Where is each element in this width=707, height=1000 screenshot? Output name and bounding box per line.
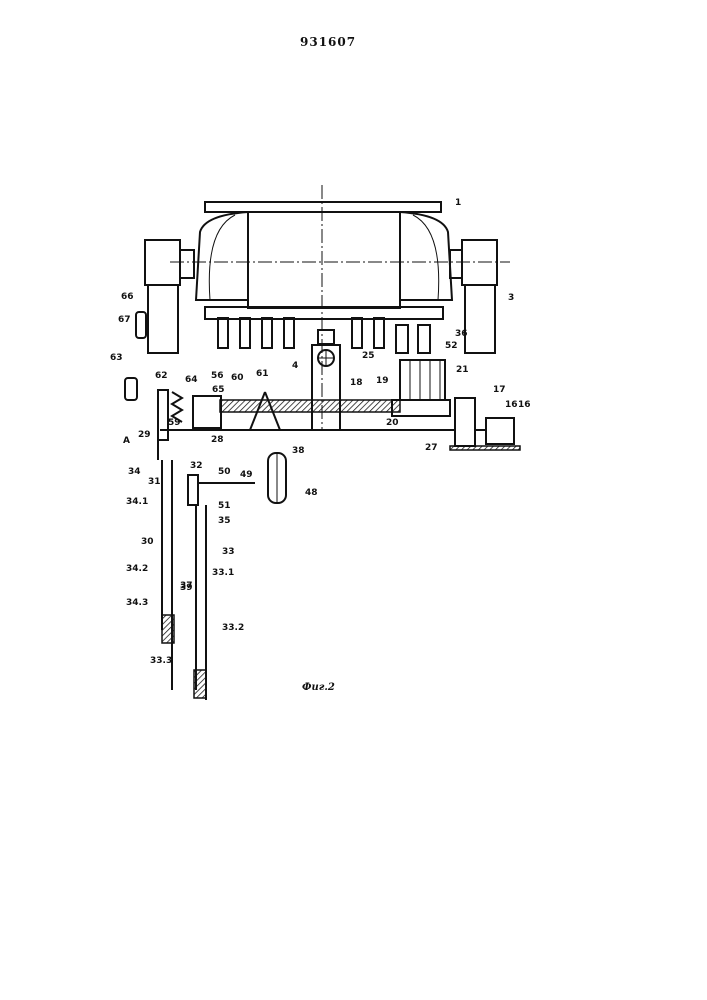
label-59: 59 [168, 418, 181, 428]
label-33: 33 [222, 547, 235, 557]
component-38 [268, 453, 286, 503]
label-3: 3 [508, 293, 514, 303]
label-67: 67 [118, 315, 131, 325]
label-30: 30 [141, 537, 154, 547]
label-32: 32 [190, 461, 203, 471]
figure-caption: Фиг.2 [302, 682, 335, 693]
component-63 [125, 378, 137, 400]
label-65: 65 [212, 385, 225, 395]
label-60: 60 [231, 373, 244, 383]
label-a: A [123, 436, 130, 446]
label-17: 17 [493, 385, 506, 395]
patent-number: 931607 [300, 35, 356, 49]
label-34: 34 [128, 467, 141, 477]
label-21: 21 [456, 365, 469, 375]
label-34-1: 34.1 [126, 497, 148, 507]
label-34-2: 34.2 [126, 564, 148, 574]
label-56: 56 [211, 371, 224, 381]
label-48: 48 [305, 488, 318, 498]
label-33-1: 33.1 [212, 568, 234, 578]
label-4: 4 [292, 361, 298, 371]
label-38: 38 [292, 446, 305, 456]
label-64: 64 [185, 375, 198, 385]
label-66: 66 [121, 292, 134, 302]
label-50: 50 [218, 467, 231, 477]
label-51: 51 [218, 501, 231, 511]
label-61: 61 [256, 369, 269, 379]
label-63: 63 [110, 353, 123, 363]
label-52: 52 [445, 341, 458, 351]
label-49: 49 [240, 470, 253, 480]
label-36: 36 [455, 329, 468, 339]
label-39: 39 [180, 583, 193, 593]
label-31: 31 [148, 477, 161, 487]
hanging-plates [218, 318, 430, 353]
central-column [312, 330, 340, 430]
label-1: 1 [455, 198, 461, 208]
label-19: 19 [376, 376, 389, 386]
label-33-2: 33.2 [222, 623, 244, 633]
label-35: 35 [218, 516, 231, 526]
label-27: 27 [425, 443, 438, 453]
component-67 [136, 312, 146, 338]
label-18: 18 [350, 378, 363, 388]
label-20: 20 [386, 418, 399, 428]
label-29: 29 [138, 430, 151, 440]
label-16b: 16 [518, 400, 531, 410]
label-25: 25 [362, 351, 375, 361]
label-16a: 16 [505, 400, 518, 410]
label-34-3: 34.3 [126, 598, 148, 608]
label-28: 28 [211, 435, 224, 445]
left-roller [145, 240, 194, 353]
reference-labels: 1 3 4 16 16 17 18 19 20 21 25 27 28 29 3… [110, 198, 531, 666]
label-62: 62 [155, 371, 168, 381]
label-33-3: 33.3 [150, 656, 172, 666]
